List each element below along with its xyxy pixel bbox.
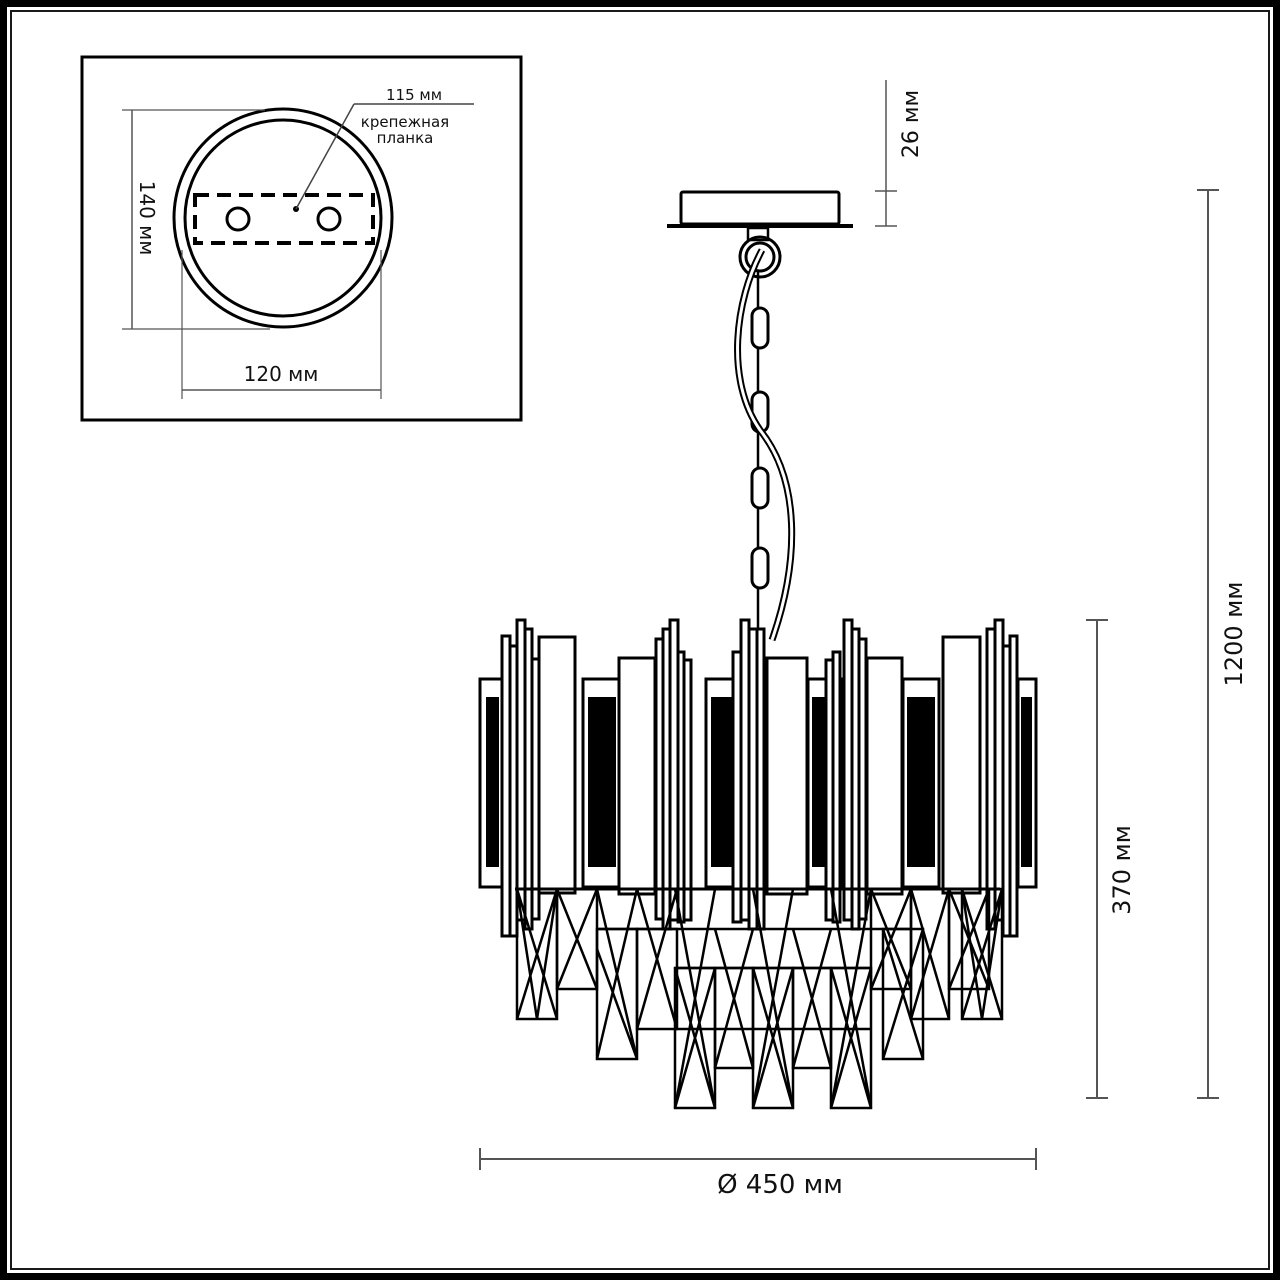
canopy-body	[679, 190, 841, 226]
mounting-bar-length-label: 115 мм	[386, 86, 442, 104]
diameter-label: Ø 450 мм	[717, 1170, 843, 1200]
leader-line	[295, 103, 355, 210]
power-cable	[734, 248, 796, 642]
plate-inner-circle	[183, 118, 383, 318]
plate-height-label: 140 мм	[135, 181, 159, 256]
canopy-height-dimension: 26 мм	[875, 80, 924, 227]
mounting-bar-dashed	[193, 193, 375, 245]
canopy-height-label: 26 мм	[899, 90, 924, 158]
suspension-chain	[750, 270, 770, 640]
crystal-prisms	[515, 887, 1004, 1110]
plate-outer-circle	[172, 107, 394, 329]
diameter-dimension: Ø 450 мм	[479, 1148, 1037, 1200]
total-height-dimension: 1200 мм	[1197, 189, 1248, 1099]
canopy	[667, 190, 853, 279]
total-height-label: 1200 мм	[1220, 582, 1248, 687]
suspension-ring-outer	[738, 235, 782, 279]
screw-hole-left	[225, 206, 251, 232]
ceiling-plate-inset: 115 мм крепежная планка 120 мм 140 мм	[80, 55, 523, 422]
screw-hole-right	[316, 206, 342, 232]
body-height-label: 370 мм	[1108, 825, 1136, 915]
inset-box	[80, 55, 523, 422]
plate-width-label: 120 мм	[244, 362, 319, 386]
body-height-dimension: 370 мм	[1086, 619, 1136, 1099]
chandelier-body	[478, 618, 1038, 938]
inner-frame-border	[10, 10, 1270, 1270]
suspension-ring-inner	[744, 241, 776, 273]
mounting-bar-caption-line2: планка	[377, 129, 434, 147]
mounting-bar-caption-line1: крепежная	[361, 113, 449, 131]
